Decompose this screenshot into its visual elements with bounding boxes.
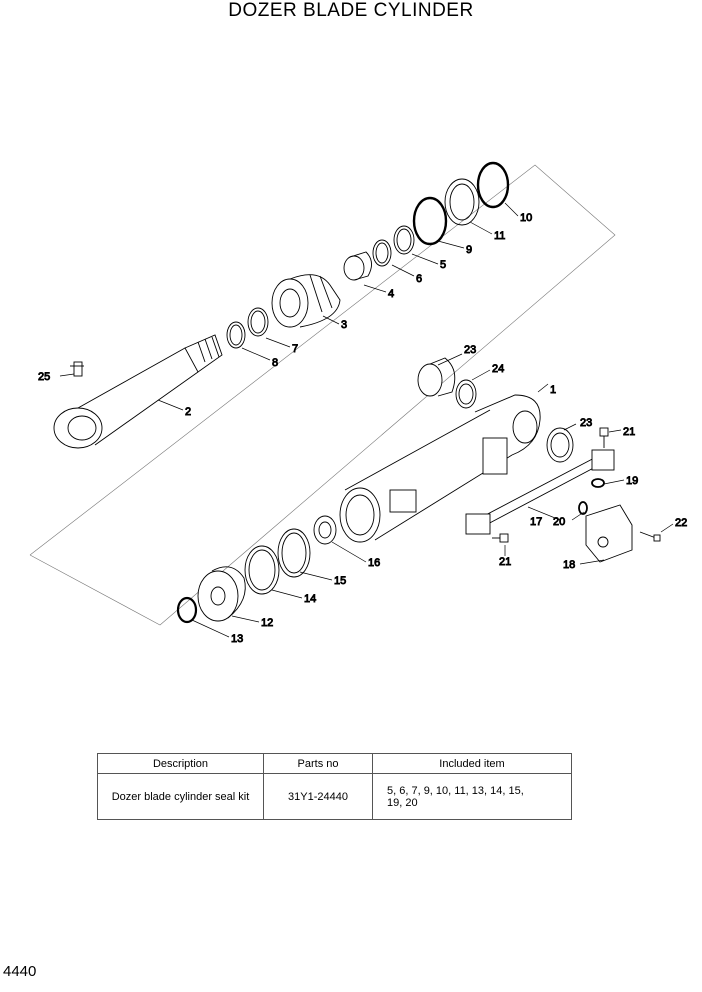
callout-7: 7 xyxy=(292,343,298,355)
callout-17: 17 xyxy=(530,516,542,528)
callout-5: 5 xyxy=(440,259,446,271)
callout-6: 6 xyxy=(416,273,422,285)
cell-description: Dozer blade cylinder seal kit xyxy=(97,773,264,820)
callout-18: 18 xyxy=(563,559,575,571)
seal-kit-table: Description Parts no Included item Dozer… xyxy=(97,753,572,820)
table-row: Dozer blade cylinder seal kit 31Y1-24440… xyxy=(97,773,572,820)
column-header-description: Description xyxy=(97,753,264,774)
column-header-parts-no: Parts no xyxy=(263,753,373,774)
leader-lines xyxy=(59,202,674,638)
seal-part-7 xyxy=(247,307,269,337)
o-ring-part-10 xyxy=(476,161,510,209)
rod-part-2 xyxy=(53,334,223,449)
callout-23-side: 23 xyxy=(580,417,592,429)
callout-24: 24 xyxy=(492,363,504,375)
callout-25: 25 xyxy=(38,371,50,383)
assembly-frame xyxy=(29,164,616,626)
callout-21-upper: 21 xyxy=(623,426,635,438)
callout-16: 16 xyxy=(368,557,380,569)
column-header-included-item: Included item xyxy=(372,753,572,774)
cell-parts-no: 31Y1-24440 xyxy=(263,773,373,820)
callout-9: 9 xyxy=(466,244,472,256)
page-title: DOZER BLADE CYLINDER xyxy=(228,0,474,21)
bolt-part-21-upper xyxy=(599,427,609,448)
bolt-part-22 xyxy=(639,531,661,542)
retaining-ring-part-8 xyxy=(226,321,246,349)
o-ring-part-9 xyxy=(412,196,448,246)
callout-12: 12 xyxy=(261,617,273,629)
callout-13: 13 xyxy=(231,633,243,645)
bolt-part-21-lower xyxy=(492,533,509,543)
callout-23-top: 23 xyxy=(464,344,476,356)
bushing-part-23-top xyxy=(417,357,456,397)
lock-nut-part-16 xyxy=(313,515,337,545)
o-ring-part-20 xyxy=(578,501,588,515)
o-ring-part-19 xyxy=(591,478,605,488)
callout-21-lower: 21 xyxy=(499,556,511,568)
callout-19: 19 xyxy=(626,475,638,487)
cell-included-item: 5, 6, 7, 9, 10, 11, 13, 14, 15, 19, 20 xyxy=(372,773,572,820)
dust-seal-part-24 xyxy=(455,379,477,409)
o-ring-part-13 xyxy=(176,596,198,624)
bushing-part-4 xyxy=(343,251,372,281)
snap-ring-part-6 xyxy=(372,239,392,267)
page-number: 4440 xyxy=(3,963,37,980)
included-line-2: 19, 20 xyxy=(387,796,418,809)
wear-ring-part-15 xyxy=(277,528,311,578)
exploded-parts-diagram: 1 2 3 4 5 6 7 8 9 10 11 12 13 14 15 16 1… xyxy=(29,161,688,645)
callout-2: 2 xyxy=(185,406,191,418)
callout-22: 22 xyxy=(675,517,687,529)
callout-14: 14 xyxy=(304,593,316,605)
seal-part-14 xyxy=(244,545,280,595)
callout-1: 1 xyxy=(550,384,556,396)
piston-part-12 xyxy=(197,566,246,622)
backup-ring-part-11 xyxy=(444,178,480,226)
grease-nipple-part-25 xyxy=(70,361,84,377)
cylinder-tube-part-1 xyxy=(339,394,541,543)
callout-11: 11 xyxy=(494,230,505,242)
callout-15: 15 xyxy=(334,575,346,587)
dust-wiper-part-5 xyxy=(393,225,415,255)
callout-10: 10 xyxy=(520,212,532,224)
callout-4: 4 xyxy=(388,288,394,300)
pipe-part-17 xyxy=(465,449,615,535)
callout-3: 3 xyxy=(341,319,347,331)
valve-block-part-18 xyxy=(585,504,633,563)
callout-20: 20 xyxy=(553,516,565,528)
included-line-1: 5, 6, 7, 9, 10, 11, 13, 14, 15, xyxy=(387,784,524,797)
callout-8: 8 xyxy=(272,357,278,369)
rod-cover-part-3 xyxy=(271,274,341,328)
table-header-row: Description Parts no Included item xyxy=(97,753,572,774)
bushing-part-23-side xyxy=(546,427,574,463)
